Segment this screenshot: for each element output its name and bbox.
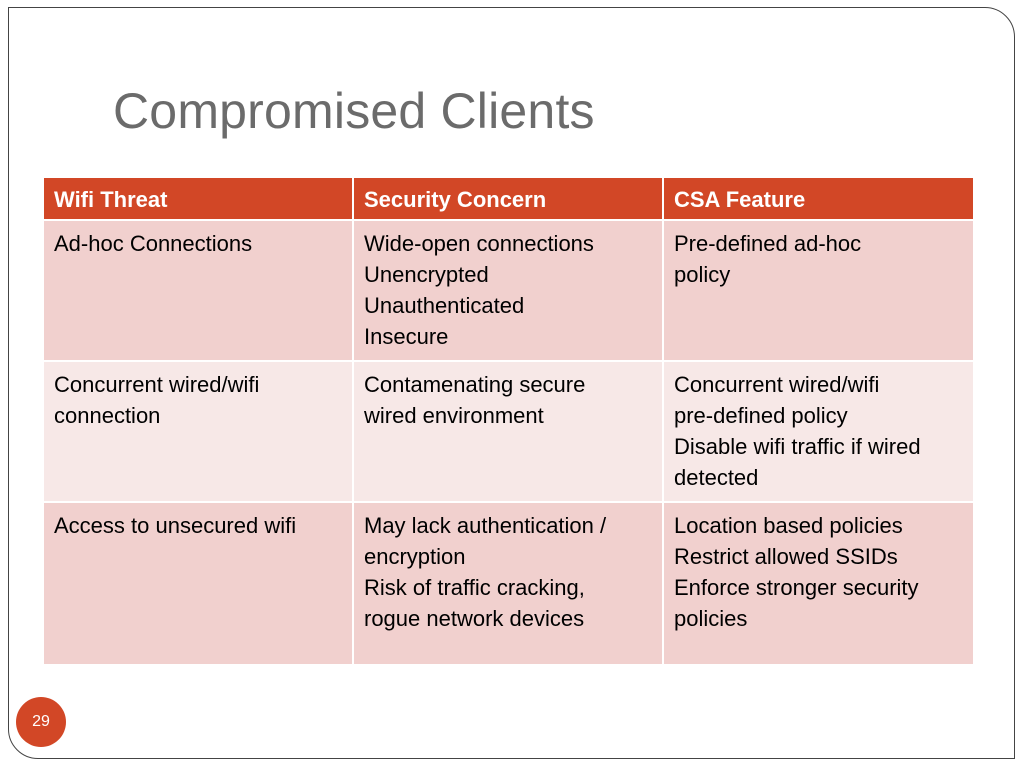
cell-line: Contamenating secure (364, 372, 586, 397)
cell-line: connection (54, 403, 161, 428)
table-header-row: Wifi Threat Security Concern CSA Feature (42, 176, 975, 221)
cell-line: encryption (364, 544, 466, 569)
cell-feature: Pre-defined ad-hoc policy (662, 219, 975, 362)
cell-feature: Concurrent wired/wifi pre-defined policy… (662, 360, 975, 503)
cell-line: Ad-hoc Connections (54, 231, 253, 256)
cell-line: policies (674, 606, 748, 631)
cell-line: Access to unsecured wifi (54, 513, 297, 538)
cell-line: rogue network devices (364, 606, 585, 631)
cell-concern: May lack authentication / encryption Ris… (352, 501, 664, 666)
cell-threat: Access to unsecured wifi (42, 501, 354, 666)
cell-line: Risk of traffic cracking, (364, 575, 585, 600)
header-wifi-threat: Wifi Threat (42, 176, 354, 221)
cell-concern: Contamenating secure wired environment (352, 360, 664, 503)
cell-line: wired environment (364, 403, 544, 428)
table-row: Ad-hoc Connections Wide-open connections… (42, 219, 975, 362)
cell-line: Restrict allowed SSIDs (674, 544, 898, 569)
page-number-badge: 29 (16, 697, 66, 747)
cell-line: detected (674, 465, 759, 490)
cell-line: Enforce stronger security (674, 575, 919, 600)
table-row: Access to unsecured wifi May lack authen… (42, 501, 975, 666)
cell-line: Insecure (364, 324, 449, 349)
cell-line: Unauthenticated (364, 293, 525, 318)
cell-line: Unencrypted (364, 262, 489, 287)
threat-table: Wifi Threat Security Concern CSA Feature… (42, 176, 975, 666)
slide-title: Compromised Clients (113, 83, 595, 139)
table-row: Concurrent wired/wifi connection Contame… (42, 360, 975, 503)
header-csa-feature: CSA Feature (662, 176, 975, 221)
cell-line: Pre-defined ad-hoc (674, 231, 862, 256)
cell-line: Disable wifi traffic if wired (674, 434, 921, 459)
cell-feature: Location based policies Restrict allowed… (662, 501, 975, 666)
cell-line: policy (674, 262, 731, 287)
cell-line: Location based policies (674, 513, 903, 538)
cell-line: Concurrent wired/wifi (54, 372, 260, 397)
cell-line: Concurrent wired/wifi (674, 372, 880, 397)
cell-line: pre-defined policy (674, 403, 848, 428)
header-security-concern: Security Concern (352, 176, 664, 221)
cell-line: Wide-open connections (364, 231, 594, 256)
cell-threat: Concurrent wired/wifi connection (42, 360, 354, 503)
cell-concern: Wide-open connections Unencrypted Unauth… (352, 219, 664, 362)
cell-line: May lack authentication / (364, 513, 607, 538)
cell-threat: Ad-hoc Connections (42, 219, 354, 362)
